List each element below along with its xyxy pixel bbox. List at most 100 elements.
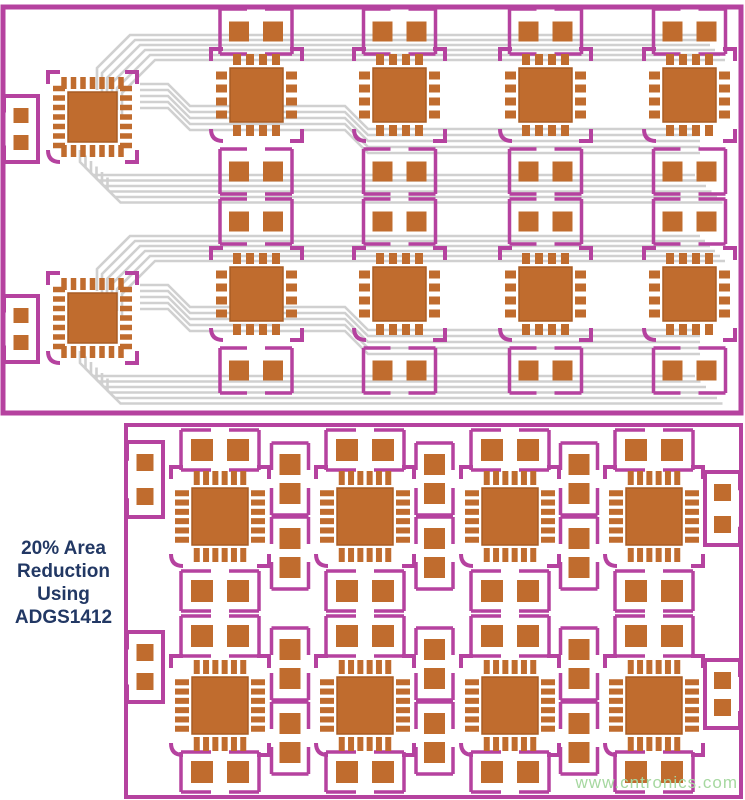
passive-pads-horizontal xyxy=(324,428,406,472)
silkscreen-corner-brackets xyxy=(169,465,271,568)
annotation-line: 20% Area xyxy=(21,538,106,559)
edge-connector-pads xyxy=(703,470,742,547)
passive-pads-vertical xyxy=(558,441,600,517)
passive-pads-horizontal xyxy=(361,197,438,246)
silkscreen-corner-brackets xyxy=(459,465,561,568)
passive-pads-horizontal xyxy=(218,346,294,395)
passive-pads-horizontal xyxy=(324,750,406,794)
silkscreen-corner-brackets xyxy=(459,654,561,757)
passive-pads-horizontal xyxy=(507,7,584,56)
passive-pads-vertical xyxy=(414,626,455,702)
small-qfn-chip xyxy=(352,246,447,342)
chip-body xyxy=(372,266,427,322)
passive-pads-horizontal xyxy=(324,569,406,613)
passive-pads-horizontal xyxy=(361,346,438,395)
passive-pads-horizontal xyxy=(613,428,695,472)
chip-body xyxy=(229,67,284,123)
original-design-board xyxy=(0,4,744,416)
edge-connector-pads xyxy=(125,630,165,704)
passive-pads-vertical xyxy=(269,515,311,591)
silkscreen-corner-brackets xyxy=(209,246,304,342)
passive-pads-horizontal xyxy=(218,197,294,246)
edge-connector-pads xyxy=(2,94,40,164)
chip-body xyxy=(67,91,118,143)
small-qfn-chip xyxy=(642,47,737,143)
small-qfn-chip xyxy=(209,47,304,143)
small-qfn-chip xyxy=(498,47,593,143)
small-qfn-chip xyxy=(209,246,304,342)
passive-pads-horizontal xyxy=(651,346,728,395)
chip-body xyxy=(481,676,539,735)
passive-pads-horizontal xyxy=(179,750,261,794)
adgs1412-qfn-chip xyxy=(459,654,561,757)
chip-body xyxy=(625,676,683,735)
passive-pads-horizontal xyxy=(651,197,728,246)
passive-pads-horizontal xyxy=(613,614,695,658)
chip-body xyxy=(191,487,249,546)
chip-body xyxy=(336,487,394,546)
silkscreen-corner-brackets xyxy=(498,246,593,342)
passive-pads-horizontal xyxy=(324,614,406,658)
silkscreen-corner-brackets xyxy=(352,246,447,342)
passive-pads-vertical xyxy=(558,626,600,702)
silkscreen-corner-brackets xyxy=(642,47,737,143)
passive-pads-vertical xyxy=(414,441,455,517)
passive-pads-horizontal xyxy=(218,147,294,196)
large-qfn-chip xyxy=(46,271,139,365)
passive-pads-horizontal xyxy=(469,428,551,472)
passive-pads-vertical xyxy=(269,626,311,702)
passive-pads-horizontal xyxy=(651,7,728,56)
chip-body xyxy=(67,292,118,344)
passive-pads-horizontal xyxy=(469,569,551,613)
adgs1412-qfn-chip xyxy=(169,654,271,757)
passive-pads-horizontal xyxy=(507,197,584,246)
passive-pads-vertical xyxy=(558,515,600,591)
trace-bundle xyxy=(76,150,723,206)
chip-body xyxy=(518,67,573,123)
passive-pads-horizontal xyxy=(613,569,695,613)
passive-pads-horizontal xyxy=(179,569,261,613)
silkscreen-corner-brackets xyxy=(314,465,416,568)
edge-connector-pads xyxy=(125,440,165,519)
adgs1412-qfn-chip xyxy=(314,654,416,757)
annotation-line: ADGS1412 xyxy=(14,607,113,628)
chip-body xyxy=(481,487,539,546)
passive-pads-horizontal xyxy=(507,147,584,196)
chip-body xyxy=(662,266,717,322)
silkscreen-corner-brackets xyxy=(46,70,139,164)
adgs1412-qfn-chip xyxy=(603,654,705,757)
passive-pads-horizontal xyxy=(651,147,728,196)
adgs1412-qfn-chip xyxy=(603,465,705,568)
watermark-url: www.cntronics.com xyxy=(575,773,738,792)
chip-body xyxy=(229,266,284,322)
silkscreen-corner-brackets xyxy=(603,654,705,757)
passive-pads-horizontal xyxy=(361,147,438,196)
silkscreen-corner-brackets xyxy=(209,47,304,143)
passive-pads-horizontal xyxy=(469,614,551,658)
silkscreen-corner-brackets xyxy=(314,654,416,757)
silkscreen-corner-brackets xyxy=(603,465,705,568)
passive-pads-horizontal xyxy=(361,7,438,56)
annotation-line: Reduction xyxy=(17,561,110,582)
chip-body xyxy=(518,266,573,322)
chip-body xyxy=(336,676,394,735)
annotation-line: Using xyxy=(37,584,90,605)
passive-pads-horizontal xyxy=(179,428,261,472)
small-qfn-chip xyxy=(498,246,593,342)
adgs1412-design-board xyxy=(124,423,743,799)
area-reduction-annotation: 20% Area Reduction Using ADGS1412 xyxy=(0,537,127,629)
silkscreen-corner-brackets xyxy=(642,246,737,342)
small-qfn-chip xyxy=(352,47,447,143)
passive-pads-vertical xyxy=(558,700,600,776)
small-qfn-chip xyxy=(642,246,737,342)
chip-body xyxy=(625,487,683,546)
passive-pads-horizontal xyxy=(613,750,695,794)
passive-pads-vertical xyxy=(269,700,311,776)
silkscreen-corner-brackets xyxy=(498,47,593,143)
chip-body xyxy=(191,676,249,735)
passive-pads-vertical xyxy=(414,515,455,591)
silkscreen-corner-brackets xyxy=(352,47,447,143)
chip-body xyxy=(662,67,717,123)
